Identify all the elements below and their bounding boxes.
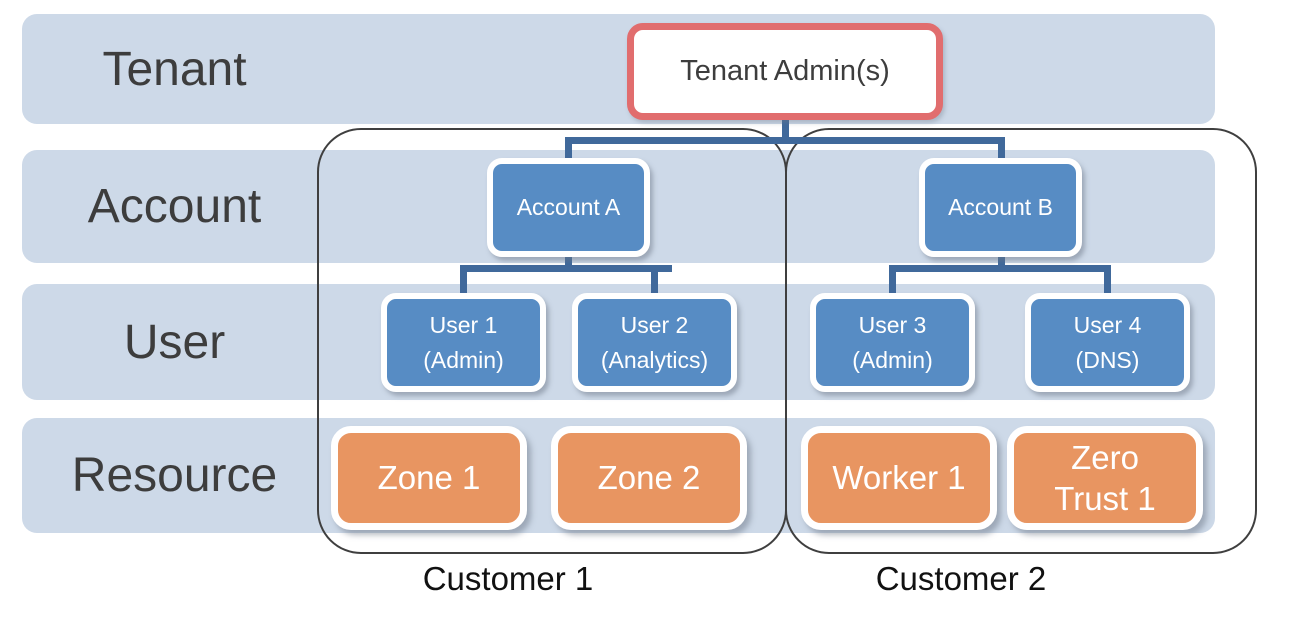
user-3-name: User 3: [858, 312, 927, 338]
connector-users-b-horizontal: [889, 265, 1111, 272]
user-3-role: (Admin): [852, 346, 933, 373]
node-zero-trust-1: Zero Trust 1: [1007, 426, 1203, 530]
connector-account-a-stub: [565, 137, 572, 163]
user-4-role: (DNS): [1075, 346, 1140, 373]
node-worker-1: Worker 1: [801, 426, 997, 530]
node-user-2: User 2 (Analytics): [572, 293, 737, 392]
connector-accounts-horizontal: [565, 137, 1005, 144]
node-user-3: User 3 (Admin): [810, 293, 975, 392]
group-label-customer-2: Customer 2: [875, 560, 1047, 597]
row-label-tenant: Tenant: [102, 42, 247, 96]
user-2-name: User 2: [620, 312, 689, 338]
connector-user-2-stub: [651, 265, 658, 296]
group-outline-customer-2: [785, 128, 1257, 554]
node-account-a: Account A: [487, 158, 650, 257]
group-label-customer-1: Customer 1: [422, 560, 594, 597]
user-2-role: (Analytics): [600, 346, 709, 373]
node-zone-2: Zone 2: [551, 426, 747, 530]
connector-user-4-stub: [1104, 265, 1111, 296]
connector-account-a-down: [565, 255, 572, 272]
connector-tenantadmin-stub: [782, 116, 789, 144]
row-label-user: User: [123, 315, 226, 369]
user-1-role: (Admin): [423, 346, 504, 373]
row-label-resource: Resource: [71, 449, 278, 502]
connector-users-a-horizontal: [460, 265, 672, 272]
connector-user-3-stub: [889, 265, 896, 296]
node-zone-1: Zone 1: [331, 426, 527, 530]
node-tenant-admins: Tenant Admin(s): [627, 23, 943, 120]
row-label-account: Account: [87, 180, 262, 233]
connector-account-b-stub: [998, 137, 1005, 163]
user-4-name: User 4: [1073, 312, 1142, 338]
connector-user-1-stub: [460, 265, 467, 296]
connector-account-b-down: [998, 255, 1005, 272]
node-user-4: User 4 (DNS): [1025, 293, 1190, 392]
node-account-b: Account B: [919, 158, 1082, 257]
node-user-1: User 1 (Admin): [381, 293, 546, 392]
band-tenant: [22, 14, 1215, 124]
user-1-name: User 1: [429, 312, 498, 338]
